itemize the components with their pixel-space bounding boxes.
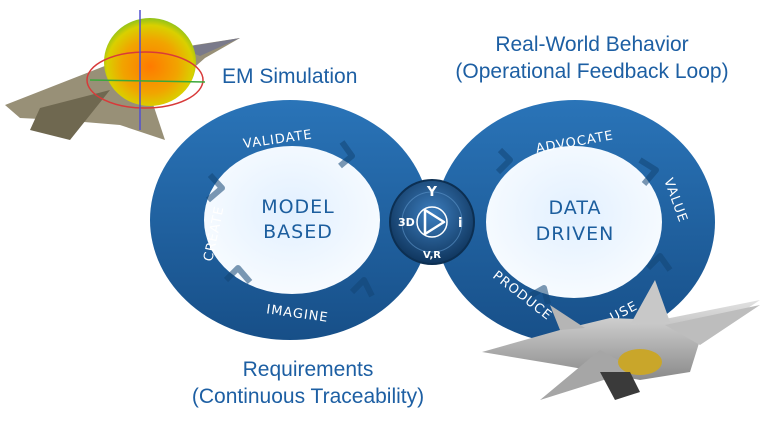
hub-i-label: i — [458, 216, 462, 231]
driven-label: DRIVEN — [536, 223, 615, 245]
segment-chevron — [223, 265, 253, 284]
segment-chevron — [495, 147, 513, 175]
jet-left-wing — [540, 350, 640, 400]
em-simulation-jet-image — [5, 10, 240, 140]
segment-chevron — [338, 140, 355, 169]
jet-tail-fin — [550, 305, 585, 330]
axis-line — [89, 79, 206, 83]
jet-canopy — [618, 349, 662, 375]
segment-chevron — [528, 285, 551, 305]
data-label: DATA — [549, 197, 602, 219]
segment-chevron — [645, 253, 673, 272]
infinity-loop — [150, 100, 715, 344]
requirements-caption-line1: Requirements — [242, 358, 374, 381]
play-icon — [423, 208, 446, 236]
segment-chevron — [638, 157, 659, 186]
hub-vr-label: V,R — [423, 250, 441, 261]
hub-top-glyph: ꓬ — [426, 184, 438, 200]
jet-right-wing — [665, 305, 760, 345]
left-lobe-center — [204, 146, 380, 294]
fighter-jet-image — [482, 280, 760, 400]
based-label: BASED — [263, 221, 333, 243]
em-simulation-caption: EM Simulation — [222, 65, 358, 88]
segment-chevron — [206, 172, 225, 203]
model-label: MODEL — [261, 196, 335, 218]
real-world-caption-line2: (Operational Feedback Loop) — [455, 60, 729, 83]
jet-intake — [600, 372, 640, 400]
jet-nose — [180, 38, 240, 56]
hub-3d-label: 3D — [398, 216, 415, 229]
jet-tail-fin — [630, 280, 670, 325]
real-world-caption-line1: Real-World Behavior — [495, 33, 689, 56]
center-hub: 3D i V,R ꓬ — [389, 179, 475, 265]
jet-wing — [30, 90, 110, 140]
right-lobe-center — [486, 146, 662, 298]
requirements-caption-line2: (Continuous Traceability) — [191, 385, 425, 408]
radiation-ring — [86, 51, 204, 109]
segment-chevron — [349, 277, 375, 298]
radiation-pattern — [104, 18, 196, 106]
